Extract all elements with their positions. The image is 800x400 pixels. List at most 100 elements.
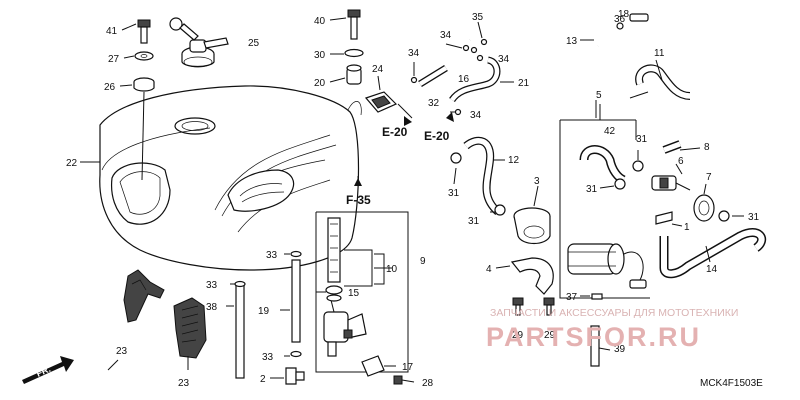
callout-37: 37 [566,292,578,303]
reference-labels: E-20 E-20 F-35 [346,112,454,207]
fuel-filter [651,175,691,191]
side-cover-bottom [173,297,207,370]
callout-22: 22 [66,158,78,169]
callout-9: 9 [420,256,426,267]
front-direction-arrow: FR. [22,356,74,384]
callout-33c: 33 [262,352,274,363]
breather-hose-32 [418,65,448,87]
callout-31e: 31 [748,212,760,223]
fuel-valve-body [323,295,367,357]
cap-bolt [121,19,151,44]
tank-rubber-mount [364,75,413,119]
hose-39 [590,325,611,367]
callout-34c: 34 [498,54,510,65]
callout-41: 41 [106,26,118,37]
callout-11: 11 [654,48,665,59]
callout-27: 27 [108,54,120,65]
side-cover-top [123,269,165,323]
clamp-1 [655,211,683,227]
mount-17-28 [361,355,415,385]
callout-35: 35 [472,12,484,23]
tank-mount-bolt [329,9,361,40]
callout-18: 18 [618,9,630,20]
fuel-hose-38 [226,283,245,379]
callout-38: 38 [206,302,218,313]
hose-8 [662,140,682,154]
callout-28: 28 [422,378,434,389]
callout-42: 42 [604,126,616,137]
callout-3: 3 [534,176,540,187]
callout-8: 8 [704,142,710,153]
callout-23a: 23 [116,346,128,357]
callout-6: 6 [678,156,684,167]
callout-40: 40 [314,16,326,27]
callout-13: 13 [566,36,578,47]
callout-16: 16 [458,74,470,85]
callout-33b: 33 [206,280,218,291]
fuel-hose-42 [579,145,626,185]
callout-33a: 33 [266,250,278,261]
callout-5: 5 [596,90,602,101]
watermark-brand: PARTSFOR.RU [486,322,701,352]
hose-clips-34-35-16-36-18 [410,13,649,116]
callout-26: 26 [104,82,116,93]
fuel-tube-14 [659,228,766,279]
ref-e20-top: E-20 [382,125,408,139]
breather-hose-13 [468,6,602,47]
callout-34b: 34 [440,30,452,41]
breather-hose-11 [629,59,691,100]
callout-10: 10 [386,264,398,275]
watermark: ЗАПЧАСТИ И АКСЕССУАРЫ ДЛЯ МОТОТЕХНИКИ PA… [486,307,738,352]
callout-29a: 29 [512,330,524,341]
fuel-tank [99,85,362,271]
callout-7: 7 [706,172,712,183]
pump-grommet-7 [693,194,715,222]
fuel-pump-bracket-box [559,104,650,299]
fuel-pump-body [567,243,647,289]
pump-screws-29-37 [512,293,603,316]
fuel-valve-bracket-box [315,211,409,373]
callout-17: 17 [402,362,414,373]
callout-19: 19 [258,306,270,317]
cap-grommet [119,77,155,181]
ref-e20-bottom: E-20 [424,129,450,143]
callout-39: 39 [614,344,626,355]
fuel-cap [169,17,229,68]
fuel-valve-oring-15 [316,291,342,302]
callout-36: 36 [614,14,626,25]
breather-hose-21 [449,56,514,103]
callout-15: 15 [348,288,360,299]
svg-text:FR.: FR. [35,364,52,379]
watermark-tagline: ЗАПЧАСТИ И АКСЕССУАРЫ ДЛЯ МОТОТЕХНИКИ [490,307,738,319]
callout-25: 25 [248,38,260,49]
callout-14: 14 [706,264,718,275]
hose-clips-33 [230,250,302,358]
tank-mount-washer [330,48,364,58]
tank-mount-collar [329,64,362,85]
callout-1: 1 [684,222,690,233]
joint-2 [270,367,305,385]
callout-31b: 31 [468,216,480,227]
callout-4: 4 [486,264,492,275]
fuel-valve-strainer [325,217,373,295]
ref-f35: F-35 [346,193,371,207]
callout-31c: 31 [636,134,648,145]
fuel-pump-damper [513,185,551,245]
callout-21: 21 [518,78,530,89]
callout-34a: 34 [408,48,420,59]
callout-34d: 34 [470,110,482,121]
callout-12: 12 [508,155,520,166]
fuel-hose-19 [280,259,301,343]
callout-20: 20 [314,78,326,89]
callout-29b: 29 [544,330,556,341]
callout-31a: 31 [448,188,460,199]
callout-30: 30 [314,50,326,61]
cap-washer [123,51,154,61]
callout-labels: 41 27 26 25 22 40 30 20 2 4 34 34 34 34 3… [66,9,760,389]
clip-bands-31 [450,150,744,222]
callout-23b: 23 [178,378,190,389]
callout-2: 2 [260,374,266,385]
sheet-code: MCK4F1503E [700,378,763,389]
callout-31d: 31 [586,184,598,195]
